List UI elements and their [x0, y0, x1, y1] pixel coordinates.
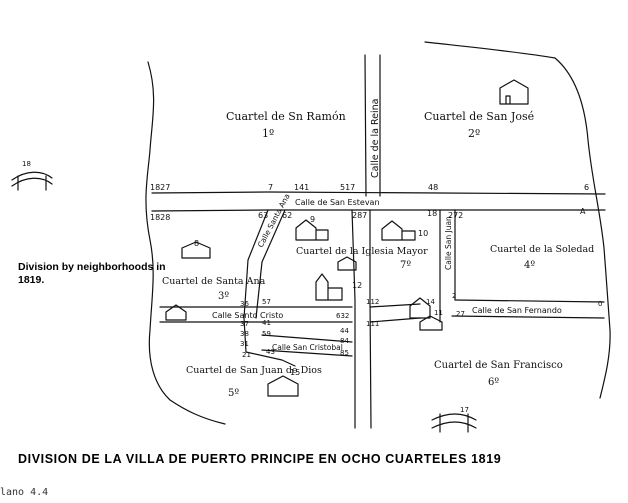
lot-number: 84	[340, 337, 349, 345]
lot-number: 18	[427, 209, 437, 218]
street-cristobal	[261, 334, 353, 357]
district-7-name: Cuartel de la Iglesia Mayor	[296, 246, 428, 257]
lot-number: 85	[340, 349, 349, 357]
town-boundary	[145, 61, 226, 425]
building-7	[337, 256, 357, 271]
lot-number: 27	[456, 310, 465, 318]
district-2-number: 2º	[468, 127, 480, 140]
town-boundary-east	[424, 41, 611, 399]
lot-number: 11	[434, 309, 443, 317]
lot-number: 272	[448, 211, 463, 220]
district-3-number: 3º	[218, 291, 229, 302]
plate-label: lano 4.4	[0, 487, 49, 498]
district-1-number: 1º	[262, 127, 274, 140]
lot-number: 2	[452, 292, 456, 300]
street-cristo	[159, 303, 421, 323]
street-fernando	[451, 299, 605, 319]
lot-number: 62	[282, 211, 292, 220]
district-3-name: Cuartel de Santa Ana	[162, 276, 266, 287]
lot-number: 63	[258, 211, 268, 220]
lot-number: 37	[240, 320, 249, 328]
map-title: DIVISION DE LA VILLA DE PUERTO PRINCIPE …	[18, 452, 502, 466]
street-santa-ana-label: Calle Santa Ana	[256, 192, 292, 249]
building-14	[409, 297, 443, 331]
district-7-number: 7º	[400, 260, 411, 271]
district-6-name: Cuartel de San Francisco	[434, 360, 563, 371]
district-5-number: 5º	[228, 388, 239, 399]
lot-number: 57	[262, 298, 271, 306]
lot-number: 287	[352, 211, 367, 220]
lot-number: 12	[352, 281, 362, 290]
lot-number: 8	[194, 239, 199, 248]
street-santa-ana	[243, 209, 296, 367]
lot-number: 41	[262, 319, 271, 327]
district-4-number: 4º	[524, 260, 535, 271]
building-west	[165, 304, 187, 321]
district-2-name: Cuartel de San José	[424, 110, 534, 123]
lot-number: 517	[340, 183, 355, 192]
lot-number: 15	[290, 368, 300, 377]
district-5-name: Cuartel de San Juan de Dios	[186, 365, 322, 376]
street-fernando-label: Calle de San Fernando	[472, 306, 562, 315]
lot-number: 21	[242, 351, 251, 359]
lot-number: 6	[584, 183, 589, 192]
lot-number: 1828	[150, 213, 170, 222]
lot-number: 141	[294, 183, 309, 192]
street-estevan-label: Calle de San Estevan	[295, 198, 380, 207]
lot-number: 632	[336, 312, 349, 320]
street-san-juan-label: Calle San Juan	[444, 216, 453, 270]
lot-number: A	[580, 207, 586, 216]
street-cristo-label: Calle Santo Cristo	[212, 311, 283, 320]
building-iglesia	[295, 219, 329, 241]
lot-number: 111	[366, 320, 379, 328]
lot-number: 112	[366, 298, 379, 306]
bridge-17-icon	[431, 413, 477, 433]
lot-number: 59	[262, 330, 271, 338]
district-1-name: Cuartel de Sn Ramón	[226, 110, 346, 123]
street-cristobal-label: Calle San Cristobal	[272, 343, 343, 352]
lot-number: 9	[310, 215, 315, 224]
building-santa-ana	[181, 241, 211, 259]
street-estevan	[151, 191, 606, 212]
lot-number: 44	[340, 327, 349, 335]
bridge-17-number: 17	[460, 406, 469, 414]
bridge-18-number: 18	[22, 160, 31, 168]
lot-number: 31	[240, 340, 249, 348]
building-church-12	[315, 273, 343, 301]
lot-number: 48	[428, 183, 438, 192]
lot-number: 1827	[150, 183, 170, 192]
lot-number: 38	[240, 330, 249, 338]
building-iglesia-2	[381, 220, 416, 241]
street-san-juan	[439, 209, 456, 323]
building-15	[267, 375, 299, 397]
lot-number: 43	[266, 348, 275, 356]
lot-number: 36	[240, 300, 249, 308]
map-legend-note: Division by neighborhoods in 1819.	[18, 261, 166, 286]
lot-number: 14	[426, 298, 435, 306]
district-4-name: Cuartel de la Soledad	[490, 244, 594, 255]
building-san-jose	[499, 79, 529, 105]
district-6-number: 6º	[488, 377, 499, 388]
bridge-18-icon	[11, 171, 53, 191]
lot-number: 0	[598, 300, 602, 308]
street-reina-label: Calle de la Reina	[370, 99, 381, 178]
lot-number: 10	[418, 229, 428, 238]
street-reina	[351, 54, 381, 429]
lot-number: 7	[268, 183, 273, 192]
